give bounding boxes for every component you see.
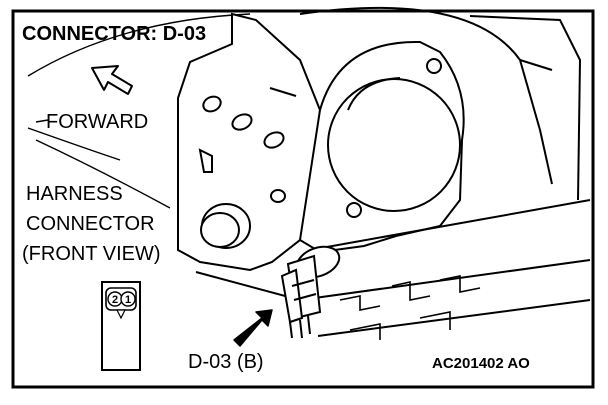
figure-code: AC201402 AO (432, 355, 530, 372)
harness-label-line-2: CONNECTOR (26, 213, 155, 235)
pin-1-icon (120, 291, 136, 307)
forward-label: FORWARD (46, 111, 148, 133)
connector-callout: D-03 (B) (188, 351, 264, 373)
hollow-arrow-icon (91, 65, 133, 95)
latch-icon (116, 309, 126, 320)
component-illustration (177, 6, 591, 340)
solid-arrow-icon (233, 309, 273, 347)
forward-leader-line (35, 119, 49, 123)
harness-label-line-1: HARNESS (26, 183, 123, 205)
harness-label-line-3: (FRONT VIEW) (22, 243, 161, 265)
pin-1-label: 1 (125, 294, 131, 306)
pin-2-label: 2 (112, 294, 118, 306)
body-contour-lines (27, 13, 251, 209)
connector-d03 (280, 245, 341, 339)
connector-title: CONNECTOR: D-03 (22, 23, 206, 45)
connector-front-view: 2 1 (101, 281, 141, 371)
